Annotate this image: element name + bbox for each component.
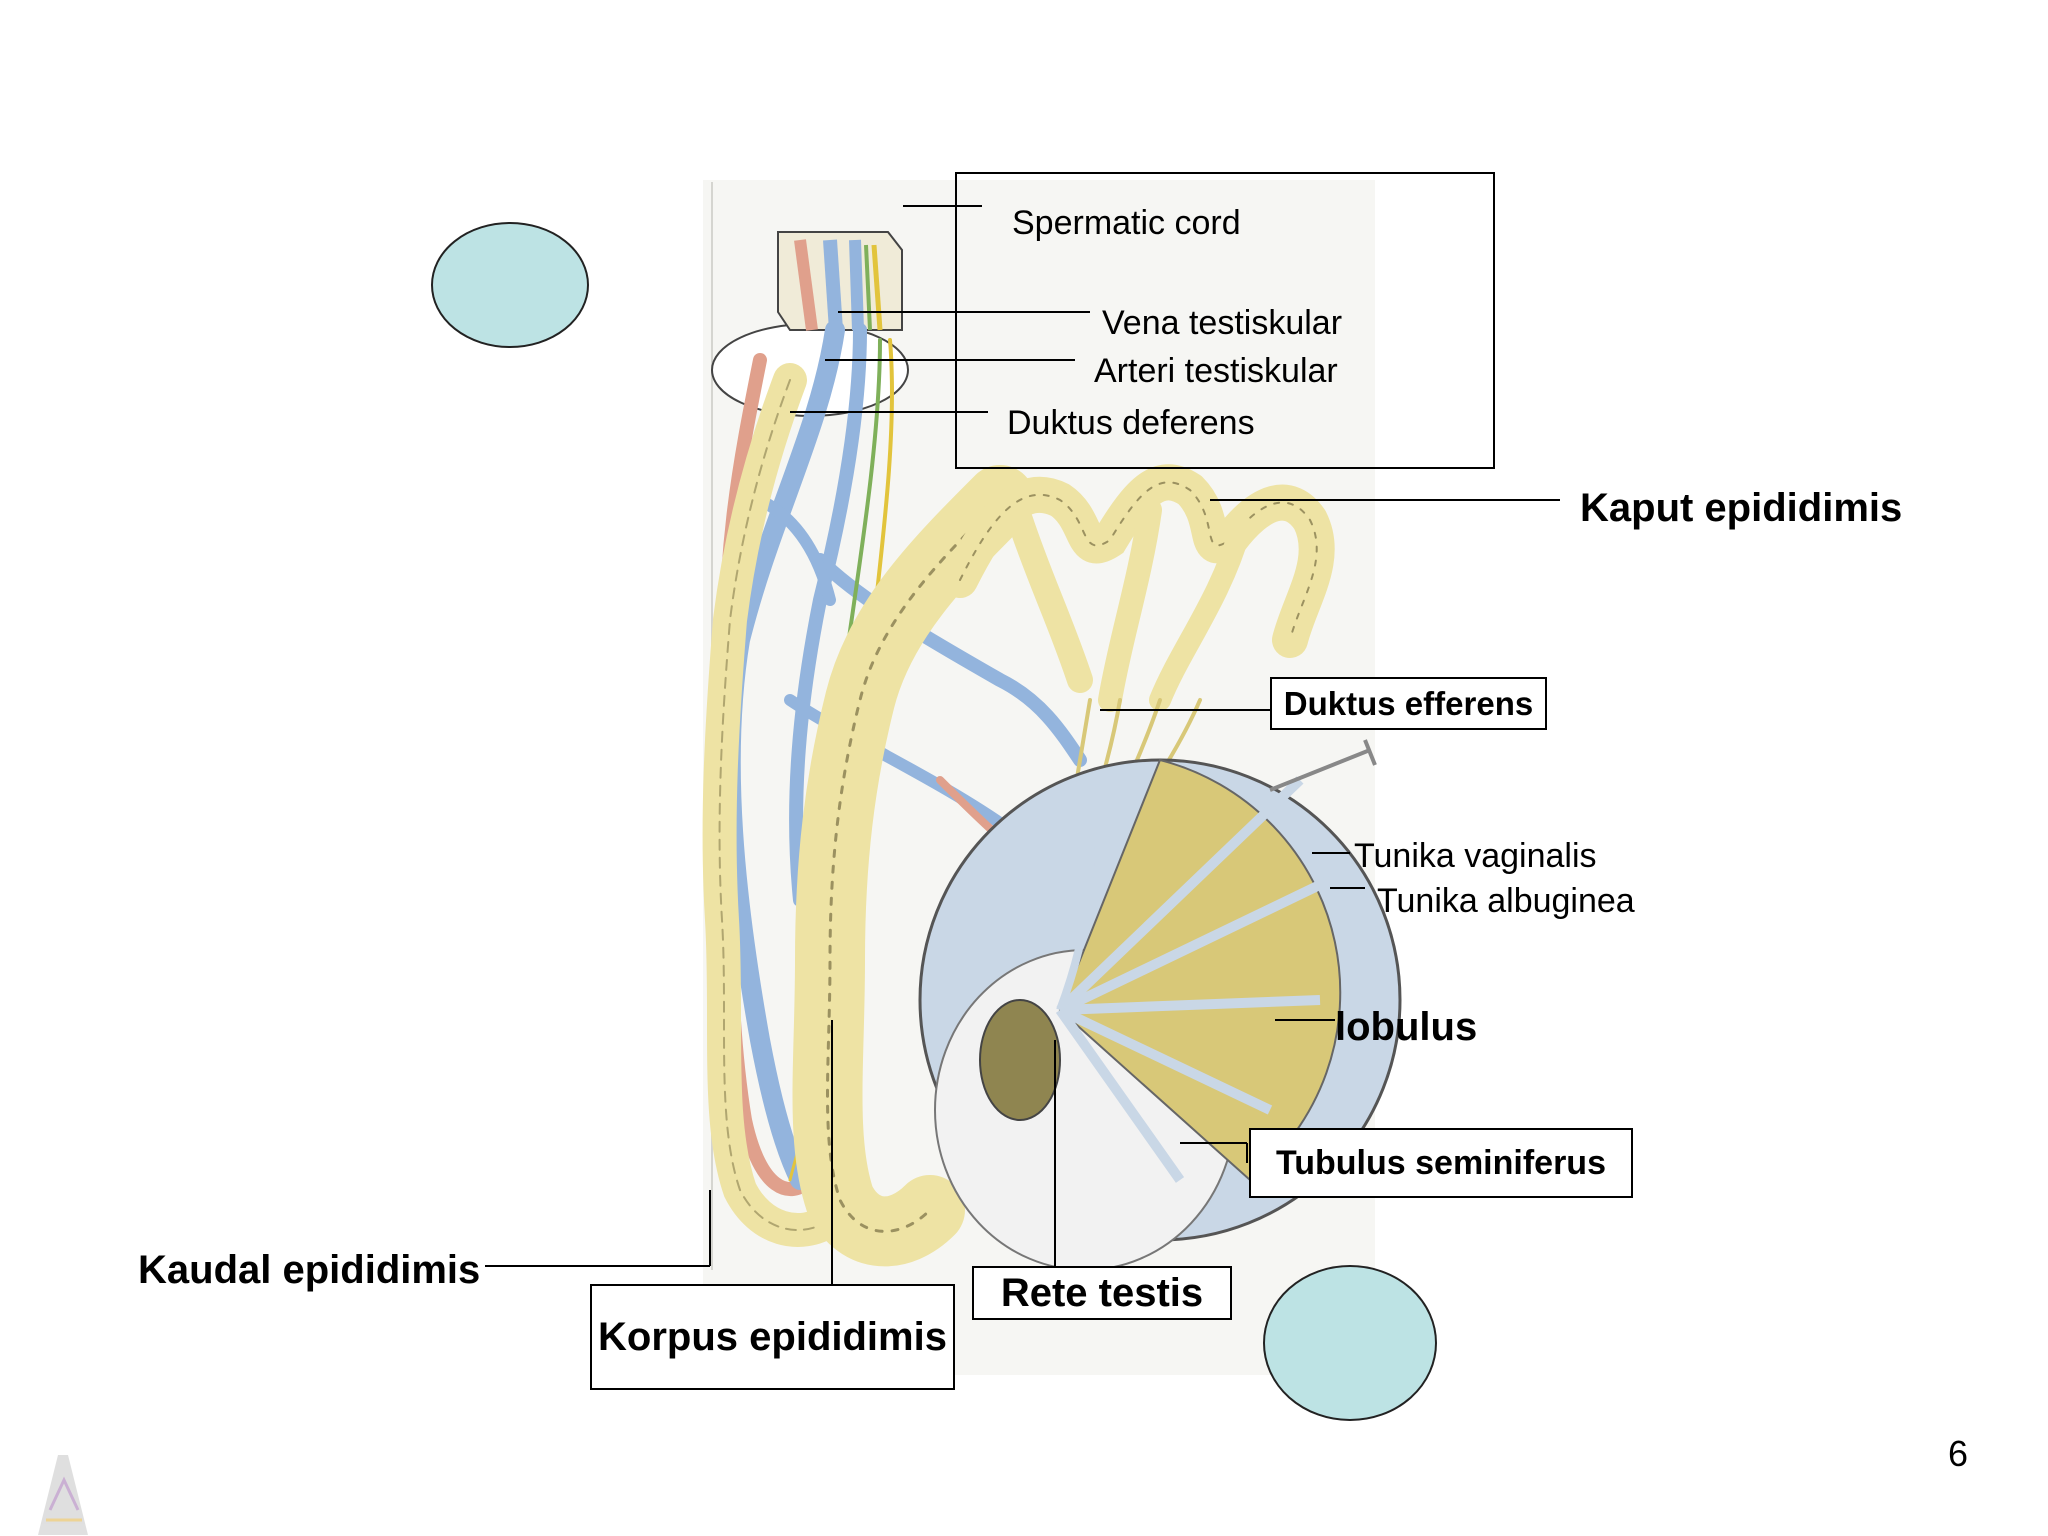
ductus-deferens-drawing <box>702 363 847 1247</box>
label-kaput-epididimis: Kaput epididimis <box>1580 486 1903 530</box>
institution-logo <box>38 1455 88 1535</box>
label-duktus-deferens: Duktus deferens <box>1007 404 1255 442</box>
label-korpus-epididimis-text: Korpus epididimis <box>598 1314 947 1359</box>
page-number: 6 <box>1947 1433 1968 1474</box>
placeholder-circle-top <box>431 222 589 348</box>
label-duktus-efferens-text: Duktus efferens <box>1283 684 1534 722</box>
placeholder-circle-bottom <box>1263 1265 1437 1421</box>
label-vena-testiskular: Vena testiskular <box>1102 304 1343 342</box>
label-rete-testis-text: Rete testis <box>1000 1270 1204 1315</box>
label-duktus-efferens: Duktus efferens <box>1270 677 1547 730</box>
label-lobulus: lobulus <box>1335 1005 1478 1049</box>
label-spermatic-cord: Spermatic cord <box>1012 204 1241 242</box>
label-kaudal-epididimis: Kaudal epididimis <box>138 1248 481 1292</box>
label-korpus-epididimis: Korpus epididimis <box>590 1284 955 1390</box>
label-tunika-vaginalis: Tunika vaginalis <box>1354 837 1597 875</box>
spermatic-cord-box <box>955 172 1495 469</box>
label-tubulus-seminiferus-text: Tubulus seminiferus <box>1276 1143 1606 1182</box>
label-tunika-albuginea: Tunika albuginea <box>1377 882 1635 920</box>
label-rete-testis: Rete testis <box>972 1266 1232 1320</box>
label-arteri-testiskular: Arteri testiskular <box>1094 352 1338 390</box>
testis-drawing <box>918 739 1402 1271</box>
epididymis-drawing <box>792 464 1335 1267</box>
label-tubulus-seminiferus: Tubulus seminiferus <box>1249 1128 1633 1198</box>
